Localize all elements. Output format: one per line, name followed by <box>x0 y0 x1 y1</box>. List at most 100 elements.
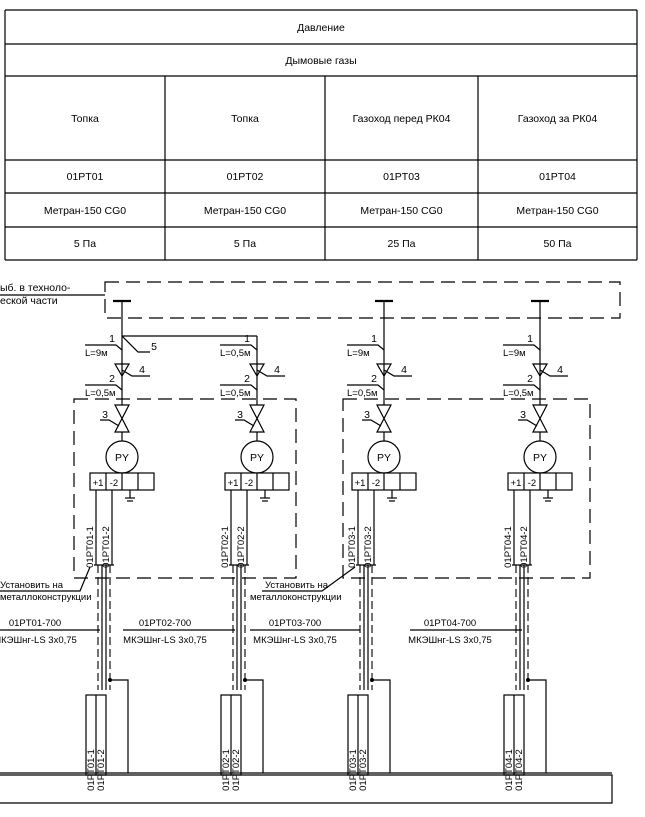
position-label: 1 <box>527 333 533 345</box>
leader <box>362 419 382 427</box>
leader <box>235 419 255 427</box>
position-label: 2 <box>371 373 377 385</box>
table-cell-device: Метран-150 CG0 <box>204 205 286 217</box>
cable-type: МКЭШнг-LS 3х0,75 <box>0 635 77 646</box>
check-valve-icon <box>375 363 393 378</box>
mount-note-leader <box>262 566 356 592</box>
device-label: PY <box>377 452 391 464</box>
table-parameter: Давление <box>297 22 345 34</box>
wire-label: 01PT02-2 <box>236 526 247 568</box>
position-label: 2 <box>244 373 250 385</box>
table-cell-device: Метран-150 CG0 <box>516 205 598 217</box>
cable-id: 01PT01-700 <box>9 618 61 629</box>
wire-label: 01PT01-1 <box>85 526 96 568</box>
position-label: 2 <box>527 373 533 385</box>
mount-note: Установить на <box>0 580 64 591</box>
length-label: L=9м <box>503 348 526 359</box>
position-label: 4 <box>139 364 145 376</box>
terminal-label: -2 <box>245 478 253 489</box>
leader <box>503 384 541 391</box>
cable-id: 01PT04-700 <box>424 618 476 629</box>
shield-wire <box>372 679 391 773</box>
cabinet-wire-label: 01PT02-2 <box>231 749 242 791</box>
check-valve-icon <box>531 363 549 378</box>
position-label: 3 <box>237 409 243 421</box>
leader <box>539 369 568 377</box>
table-cell-location: Топка <box>231 113 259 125</box>
terminal-label: -2 <box>528 478 536 489</box>
length-label: L=0,5м <box>503 388 534 399</box>
table-cell-range: 5 Па <box>74 238 96 250</box>
cabinet-wire-label: 01PT01-2 <box>96 749 107 791</box>
leader <box>347 344 385 351</box>
shutoff-valve-icon <box>376 404 392 433</box>
position-label: 4 <box>274 364 280 376</box>
table-cell-range: 5 Па <box>234 238 256 250</box>
cable-type: МКЭШнг-LS 3х0,75 <box>123 635 207 646</box>
mount-note: Установить на <box>265 580 329 591</box>
terminal-label: +1 <box>228 478 239 489</box>
process-note: еской части <box>0 295 58 307</box>
cable-type: МКЭШнг-LS 3х0,75 <box>253 635 337 646</box>
length-label: L=9м <box>85 348 108 359</box>
table-cell-range: 50 Па <box>544 238 572 250</box>
position-label: 1 <box>244 333 250 345</box>
process-zone-boundary <box>104 281 621 319</box>
terminal-label: -2 <box>110 478 118 489</box>
table-cell-tag: 01PT01 <box>67 171 104 183</box>
shield-wire <box>528 679 547 773</box>
position-label: 3 <box>520 409 526 421</box>
position-label: 1 <box>371 333 377 345</box>
cabinet-wire-label: 01PT02-1 <box>221 749 232 791</box>
table-cell-device: Метран-150 CG0 <box>360 205 442 217</box>
local-panel-boundary <box>342 398 591 579</box>
leader <box>121 335 150 353</box>
shield-wire <box>245 679 264 773</box>
leader <box>503 344 541 351</box>
table-medium: Дымовые газы <box>285 55 356 67</box>
local-panel-boundary <box>73 398 297 579</box>
position-label: 1 <box>109 333 115 345</box>
position-label: 4 <box>557 364 563 376</box>
table-cell-tag: 01PT02 <box>227 171 264 183</box>
leader <box>220 384 258 391</box>
length-label: L=9м <box>347 348 370 359</box>
device-label: PY <box>250 452 264 464</box>
mount-note: металлоконструкции <box>250 592 342 603</box>
terminal-label: +1 <box>355 478 366 489</box>
cable-id: 01PT02-700 <box>139 618 191 629</box>
process-note: ыб. в техноло- <box>0 282 71 294</box>
check-valve-icon <box>248 363 266 378</box>
leader <box>85 384 123 391</box>
wire-label: 01PT02-1 <box>220 526 231 568</box>
position-label: 4 <box>401 364 407 376</box>
shutoff-valve-icon <box>249 404 265 433</box>
shield-wire <box>110 679 129 773</box>
leader <box>256 369 285 377</box>
length-label: L=0,5м <box>220 348 251 359</box>
table-cell-range: 25 Па <box>388 238 416 250</box>
terminal-label: -2 <box>372 478 380 489</box>
mount-note-leader <box>0 566 91 592</box>
table-cell-tag: 01PT03 <box>383 171 420 183</box>
table-cell-device: Метран-150 CG0 <box>44 205 126 217</box>
cabinet-wire-label: 01PT03-1 <box>348 749 359 791</box>
terminal-label: +1 <box>93 478 104 489</box>
position-label: 3 <box>364 409 370 421</box>
shutoff-valve-icon <box>114 404 130 433</box>
position-label: 5 <box>151 341 157 353</box>
table-cell-location: Топка <box>71 113 99 125</box>
table-cell-tag: 01PT04 <box>539 171 576 183</box>
mount-note: металлоконструкции <box>0 592 92 603</box>
wire-label: 01PT04-1 <box>503 526 514 568</box>
position-label: 3 <box>102 409 108 421</box>
cabinet-boundary <box>0 774 613 804</box>
wire-label: 01PT04-2 <box>519 526 530 568</box>
leader <box>121 369 150 377</box>
